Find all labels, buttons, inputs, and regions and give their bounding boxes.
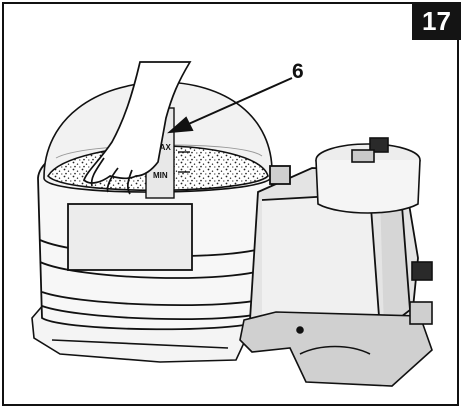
basket-lid-knob	[369, 137, 389, 153]
step-number-badge: 17	[412, 2, 461, 40]
label-panel	[67, 203, 193, 271]
prefilter-basket	[315, 137, 421, 214]
level-min-label: MIN	[153, 171, 168, 180]
callout-label: 6	[292, 60, 304, 83]
hand-illustration	[83, 61, 192, 195]
callout-arrow	[167, 77, 293, 134]
level-max-label: MAX	[153, 143, 171, 152]
pump-base	[239, 261, 433, 387]
